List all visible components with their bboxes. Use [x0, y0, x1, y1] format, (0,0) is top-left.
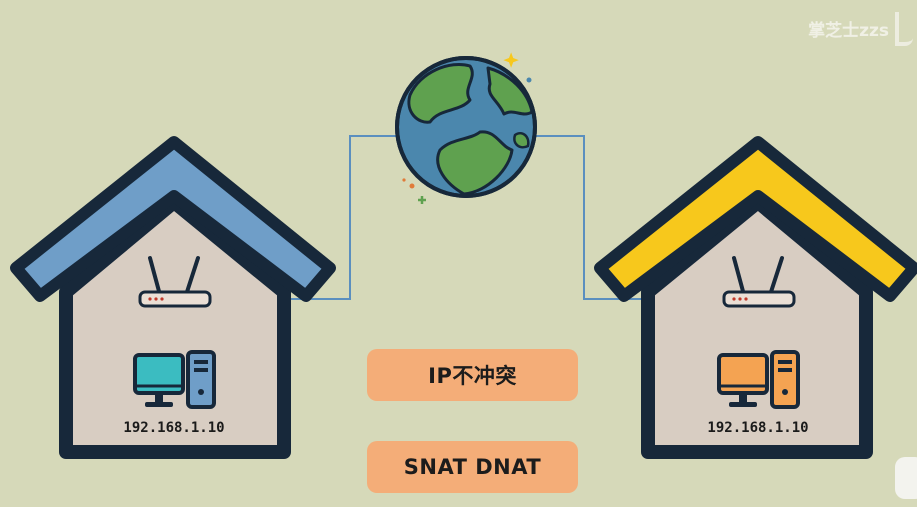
snat-dnat-label: SNAT DNAT — [367, 441, 578, 493]
pc-tower-icon — [186, 350, 216, 409]
left-house-roof — [10, 136, 336, 302]
globe-icon — [395, 56, 537, 198]
pc-tower-icon — [770, 350, 800, 409]
router-icon — [138, 256, 212, 308]
monitor-icon — [133, 353, 185, 407]
right-house-roof — [594, 136, 917, 302]
right-ip-label: 192.168.1.10 — [707, 420, 808, 436]
left-ip-label: 192.168.1.10 — [123, 420, 224, 436]
ip-no-conflict-label: IP不冲突 — [367, 349, 578, 401]
left-house-body — [59, 195, 291, 459]
tv-icon — [895, 457, 917, 499]
router-icon — [722, 256, 796, 308]
monitor-icon — [717, 353, 769, 407]
sparkle-decorations — [402, 52, 532, 204]
watermark-logo-mark — [895, 12, 913, 46]
right-house: 192.168.1.10 — [594, 136, 917, 459]
watermark: 掌芝士zzs — [808, 21, 889, 41]
left-house: 192.168.1.10 — [10, 136, 336, 459]
